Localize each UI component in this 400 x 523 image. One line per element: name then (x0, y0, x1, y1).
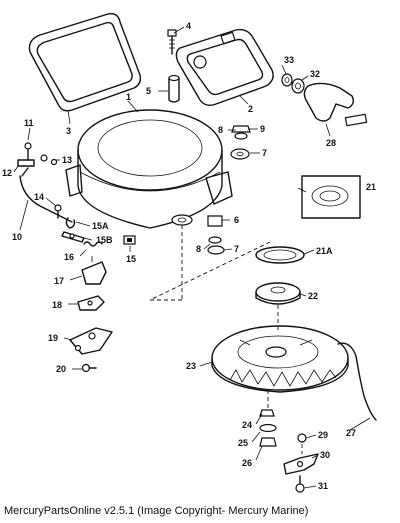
part-26-spacer[interactable] (259, 437, 277, 447)
exploded-parts-diagram: 1 2 3 4 5 6 7 7 8 8 9 10 11 12 13 14 15 … (2, 12, 377, 493)
part-12-clip[interactable] (17, 159, 35, 167)
part-8-washer-lower[interactable] (208, 236, 222, 244)
part-14-screw[interactable] (54, 204, 62, 219)
part-3-gasket[interactable] (28, 12, 142, 112)
callout-15b: 15B (96, 235, 113, 245)
callout-32: 32 (310, 69, 320, 79)
part-15b-lever[interactable] (61, 231, 85, 243)
part-27-rope[interactable] (337, 342, 377, 421)
callout-21: 21 (366, 182, 376, 192)
part-18-lever[interactable] (77, 295, 105, 311)
part-28-handle[interactable] (303, 82, 368, 127)
callout-10: 10 (12, 232, 22, 242)
callout-26: 26 (242, 458, 252, 468)
part-7-grommet-lower[interactable] (207, 245, 225, 255)
callout-1: 1 (126, 92, 131, 102)
callout-29: 29 (318, 430, 328, 440)
callout-12: 12 (2, 168, 12, 178)
part-2-handle-housing[interactable] (175, 28, 274, 107)
part-20-screw[interactable] (81, 363, 97, 373)
callout-16: 16 (64, 252, 74, 262)
part-33-washer[interactable] (281, 73, 293, 87)
callout-18: 18 (52, 300, 62, 310)
callout-15: 15 (126, 254, 136, 264)
part-17-pawl[interactable] (81, 256, 107, 285)
part-1-recoil-housing[interactable] (65, 109, 233, 229)
part-32-bushing[interactable] (291, 78, 305, 94)
part-11-screw[interactable] (24, 142, 32, 161)
callout-3: 3 (66, 126, 71, 136)
part-15a-spring-clip[interactable] (65, 217, 76, 229)
callout-13: 13 (62, 155, 72, 165)
part-9-nut[interactable] (231, 125, 251, 133)
part-31-bolt[interactable] (295, 475, 305, 493)
callout-11: 11 (24, 118, 34, 128)
callout-6: 6 (234, 215, 239, 225)
callout-labels: 1 2 3 4 5 6 7 7 8 8 9 10 11 12 13 14 15 … (2, 21, 376, 491)
callout-15a: 15A (92, 221, 109, 231)
part-13-fitting[interactable] (40, 154, 58, 166)
callout-8-upper: 8 (218, 125, 223, 135)
callout-7-lower: 7 (234, 244, 239, 254)
part-4-bolt[interactable] (167, 29, 177, 55)
callout-2: 2 (248, 104, 253, 114)
callout-8-lower: 8 (196, 244, 201, 254)
callout-5: 5 (146, 86, 151, 96)
part-24-nut[interactable] (259, 409, 275, 417)
callout-19: 19 (48, 333, 58, 343)
part-22-drive-plate[interactable] (255, 282, 301, 305)
callout-33: 33 (284, 55, 294, 65)
callout-31: 31 (318, 481, 328, 491)
callout-17: 17 (54, 276, 64, 286)
callout-27: 27 (346, 428, 356, 438)
callout-22: 22 (308, 291, 318, 301)
callout-14: 14 (34, 192, 44, 202)
callout-4: 4 (186, 21, 191, 31)
part-21-decal[interactable] (301, 175, 361, 219)
part-29-nut[interactable] (297, 433, 307, 443)
part-6-grommet[interactable] (207, 215, 223, 227)
part-21a-ring[interactable] (255, 246, 305, 264)
callout-21a: 21A (316, 246, 333, 256)
part-19-bracket[interactable] (69, 327, 113, 355)
part-10-cable[interactable] (19, 167, 73, 223)
part-25-washer[interactable] (259, 423, 277, 433)
part-5-spacer[interactable] (168, 74, 180, 103)
callout-25: 25 (238, 438, 248, 448)
part-16-spring[interactable] (83, 241, 103, 247)
part-15-pad[interactable] (123, 235, 136, 245)
part-8-washer-upper[interactable] (234, 132, 248, 140)
leader-lines (13, 26, 371, 489)
part-30-plate[interactable] (283, 453, 319, 475)
callout-7-upper: 7 (262, 148, 267, 158)
callout-20: 20 (56, 364, 66, 374)
part-23-pulley[interactable] (211, 325, 349, 393)
callout-9: 9 (260, 124, 265, 134)
callout-24: 24 (242, 420, 252, 430)
callout-28: 28 (326, 138, 336, 148)
part-7-grommet-upper[interactable] (230, 148, 250, 160)
callout-23: 23 (186, 361, 196, 371)
callout-30: 30 (320, 450, 330, 460)
alignment-lines (149, 225, 279, 330)
image-caption: MercuryPartsOnline v2.5.1 (Image Copyrig… (4, 505, 309, 517)
